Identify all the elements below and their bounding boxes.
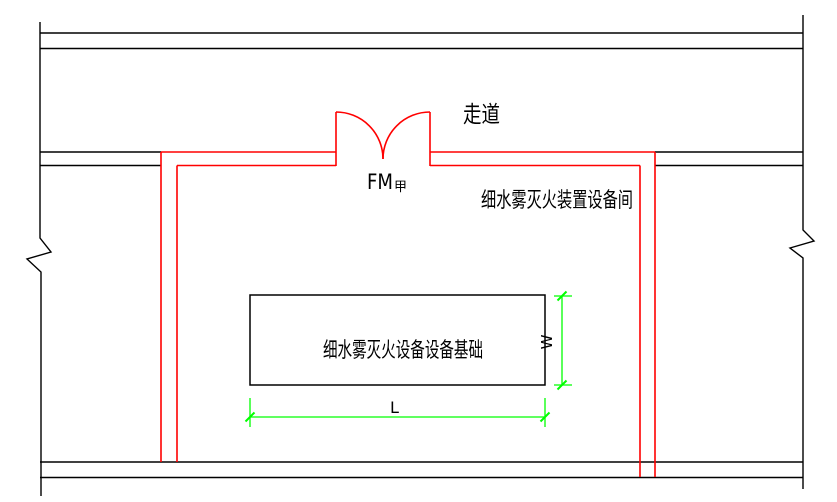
right-boundary-wall-with-break-symbol bbox=[788, 15, 816, 489]
fire-door-label: FM bbox=[367, 170, 393, 194]
dim-length-label: L bbox=[390, 398, 399, 417]
dimension-lines bbox=[244, 290, 572, 427]
dim-width-tick-bottom bbox=[556, 379, 568, 391]
door-left-swing-arc bbox=[335, 111, 384, 160]
foundation-label: 细水雾灭火设备设备基础 bbox=[323, 338, 483, 362]
dim-length-tick-left bbox=[244, 411, 256, 423]
dim-width-tick-top bbox=[556, 290, 568, 302]
text-labels: 走道 细水雾灭火装置设备间 FM 甲 细水雾灭火设备设备基础 L W bbox=[323, 102, 633, 417]
equipment-room-walls bbox=[160, 111, 656, 477]
room-label: 细水雾灭火装置设备间 bbox=[481, 188, 633, 212]
fire-door-class-label: 甲 bbox=[394, 180, 407, 195]
structural-walls bbox=[25, 15, 816, 496]
door-right-swing-arc bbox=[382, 111, 431, 160]
dim-width-label: W bbox=[538, 334, 556, 349]
corridor-label: 走道 bbox=[463, 102, 500, 128]
dim-length-tick-right bbox=[539, 411, 551, 423]
foundation-outline bbox=[249, 294, 546, 386]
left-boundary-wall-with-break-symbol bbox=[25, 22, 53, 496]
